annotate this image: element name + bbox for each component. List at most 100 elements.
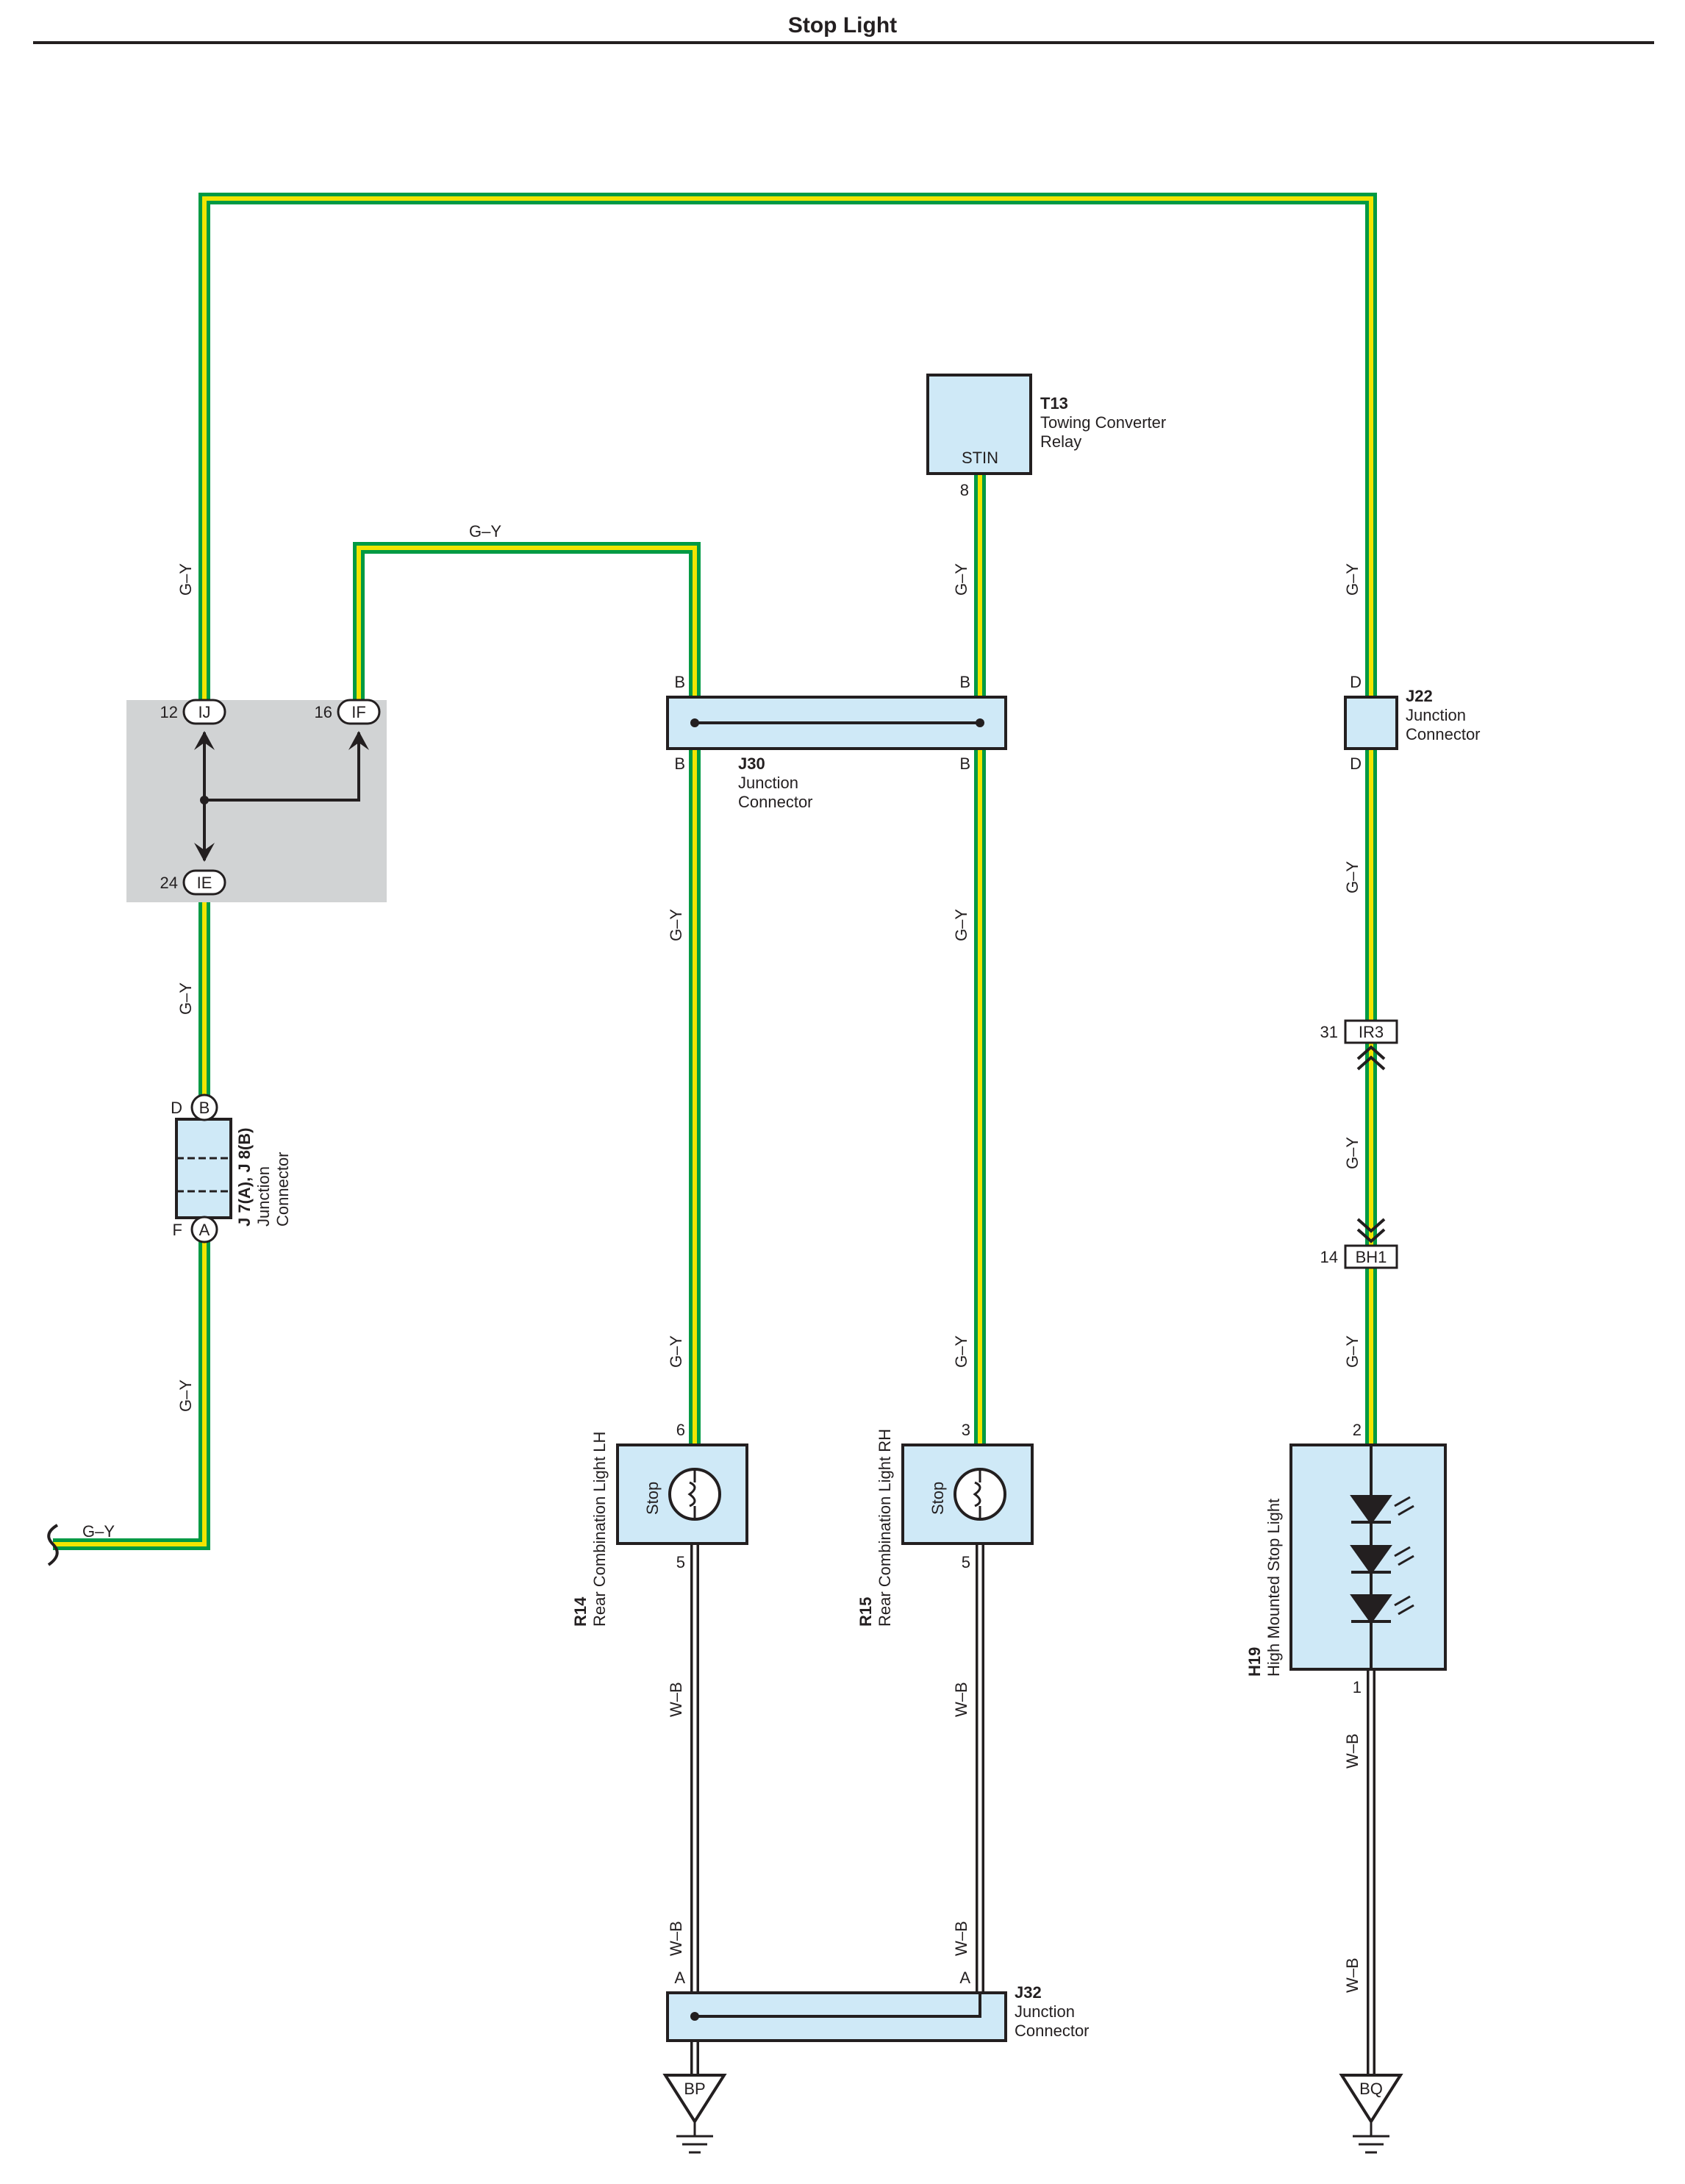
h19-id: H19 — [1245, 1647, 1264, 1677]
j7-j8-pin-a — [190, 1216, 218, 1243]
j32-node — [690, 2012, 699, 2021]
arrow-ij — [194, 731, 215, 750]
wire-label-gy: G–Y — [1343, 861, 1362, 893]
wire-label-gy: G–Y — [176, 982, 195, 1015]
ground-bp-symbol — [676, 2121, 713, 2154]
h19-name: High Mounted Stop Light — [1264, 1499, 1283, 1677]
j22-pin-d-top: D — [1350, 673, 1362, 691]
page-title: Stop Light — [788, 13, 897, 38]
j32-connector: A A J32 Junction Connector — [666, 1969, 1090, 2042]
r14-pin-in: 6 — [676, 1421, 685, 1439]
j30-pin-b-top-left: B — [674, 673, 685, 691]
wire-label-gy: G–Y — [952, 563, 970, 596]
wire-top-loop — [198, 193, 1377, 704]
r15-light: Stop 3 5 R15 Rear Combination Light RH — [856, 1421, 1034, 1627]
wire-label-gy-horizontal: G–Y — [469, 522, 501, 540]
connector-if — [337, 699, 381, 725]
j7-j8-pin-a-label: A — [199, 1221, 210, 1239]
h19-pin-in: 2 — [1353, 1421, 1362, 1439]
j22-id: J22 — [1406, 687, 1433, 705]
ground-bq-triangle — [1339, 2074, 1403, 2124]
r14-bulb-label: Stop — [643, 1482, 662, 1515]
led-3-rays-icon — [1394, 1595, 1414, 1616]
ground-bp: BP — [662, 2074, 727, 2154]
r14-filament — [687, 1469, 696, 1519]
t13-relay: STIN 8 T13 Towing Converter Relay — [926, 374, 1166, 499]
t13-pin: 8 — [960, 481, 969, 499]
r14-name: Rear Combination Light LH — [590, 1432, 609, 1627]
h19-led-2 — [1350, 1545, 1414, 1575]
ir3-label: IR3 — [1359, 1023, 1384, 1041]
j7-j8-connector: B D A F J 7(A), J 8(B) Junction Connecto… — [171, 1093, 292, 1243]
wire-label-gy: G–Y — [952, 1335, 970, 1368]
j30-name1: Junction — [738, 774, 798, 792]
r15-pin-out: 5 — [962, 1553, 970, 1571]
j32-name2: Connector — [1015, 2021, 1090, 2040]
j22-pin-d-bottom: D — [1350, 754, 1362, 773]
wire-end-break — [47, 1524, 59, 1566]
gy-wires — [53, 193, 1377, 1550]
h19-pin-out: 1 — [1353, 1678, 1362, 1696]
wire-top-loop-inner — [202, 196, 1373, 704]
wb-wires — [690, 1544, 1375, 2075]
j30-pin-b-top-right: B — [959, 673, 970, 691]
led-1-rays-icon — [1394, 1496, 1414, 1516]
j22-body — [1344, 696, 1398, 750]
t13-body — [926, 374, 1032, 475]
ground-bp-triangle — [662, 2074, 727, 2124]
h19-led-1 — [1350, 1495, 1414, 1525]
wire-label-gy-left-exit: G–Y — [82, 1522, 115, 1541]
r14-id: R14 — [571, 1596, 590, 1627]
arrow-if — [348, 731, 369, 750]
wire-label-wb: W–B — [952, 1921, 970, 1956]
wire-label-gy: G–Y — [1343, 563, 1362, 596]
ir3-connector: IR3 31 — [1320, 1019, 1398, 1071]
junction-block: IJ 12 IF 16 IE 24 — [126, 699, 387, 902]
connector-if-label: IF — [351, 703, 366, 721]
bh1-body — [1344, 1244, 1398, 1269]
connector-ie-pin: 24 — [160, 874, 178, 892]
j32-pin-a-right: A — [959, 1969, 970, 1987]
r15-filament — [973, 1469, 981, 1519]
wire-label-wb: W–B — [667, 1921, 685, 1956]
j30-connector: B B B B J30 Junction Connector — [666, 673, 1007, 811]
j30-name2: Connector — [738, 793, 813, 811]
wire-label-gy: G–Y — [176, 563, 195, 596]
led-1-icon — [1350, 1495, 1392, 1525]
bh1-connector: BH1 14 — [1320, 1218, 1398, 1269]
junction-block-node — [200, 796, 209, 804]
connector-if-pin: 16 — [315, 703, 332, 721]
j7-j8-body — [175, 1118, 232, 1219]
wire-label-wb: W–B — [667, 1682, 685, 1717]
ir3-chevrons — [1356, 1045, 1386, 1071]
j32-pin-a-left: A — [674, 1969, 685, 1987]
wire-label-gy: G–Y — [667, 1335, 685, 1368]
h19-light: 2 1 H19 High Mounted Stop Light — [1245, 1421, 1447, 1696]
connector-ij-pin: 12 — [160, 703, 178, 721]
j7-j8-id: J 7(A), J 8(B) — [235, 1128, 254, 1227]
j30-node-left — [690, 718, 699, 727]
j7-j8-name1: Junction — [254, 1166, 273, 1227]
wire-label-gy: G–Y — [1343, 1137, 1362, 1169]
bh1-chevrons — [1356, 1218, 1386, 1243]
wire-label-gy: G–Y — [1343, 1335, 1362, 1368]
arrow-ie — [194, 843, 215, 862]
j7-j8-pin-d-label: D — [171, 1099, 182, 1117]
j30-pin-b-bottom-left: B — [674, 754, 685, 773]
ground-bq-label: BQ — [1359, 2080, 1383, 2098]
j7-j8-pin-b-label: B — [199, 1099, 210, 1117]
wire-label-gy: G–Y — [176, 1380, 195, 1412]
connector-ij-label: IJ — [198, 703, 210, 721]
j30-id: J30 — [738, 754, 765, 773]
r15-pin-in: 3 — [962, 1421, 970, 1439]
j7-j8-name2: Connector — [273, 1152, 292, 1227]
connector-ie — [182, 869, 226, 896]
j22-name2: Connector — [1406, 725, 1481, 743]
connector-ie-label: IE — [197, 874, 212, 892]
wire-label-gy: G–Y — [667, 909, 685, 941]
j32-bus — [695, 1993, 981, 2018]
t13-name1: Towing Converter — [1040, 413, 1166, 432]
wire-label-wb: W–B — [952, 1682, 970, 1717]
r14-pin-out: 5 — [676, 1553, 685, 1571]
